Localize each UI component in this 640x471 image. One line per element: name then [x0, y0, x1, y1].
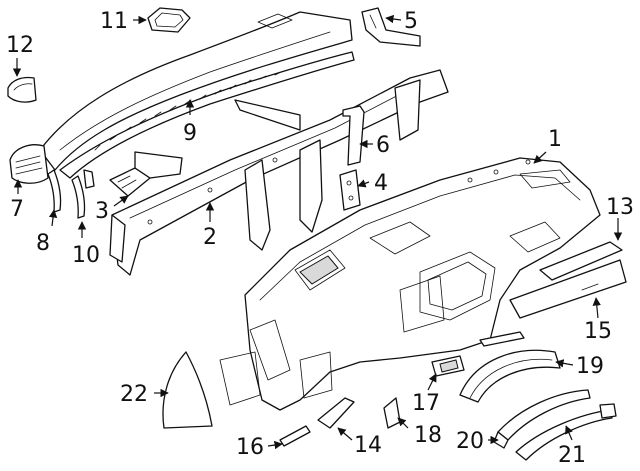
callout-2: 2 [203, 225, 217, 250]
part-1-instrument-panel [219, 157, 601, 411]
part-18-bracket [383, 397, 401, 429]
part-4-plate [339, 169, 361, 211]
callout-19: 19 [576, 354, 604, 379]
part-17-switch [431, 355, 465, 377]
callout-9: 9 [183, 121, 197, 146]
part-3-bracket [109, 151, 183, 197]
callout-16: 16 [236, 435, 264, 460]
callout-1: 1 [548, 127, 562, 152]
callout-8: 8 [36, 231, 50, 256]
part-11-grille [147, 7, 191, 33]
callout-14: 14 [354, 433, 382, 458]
part-16-strip [279, 425, 311, 447]
part-15-lower-trim [509, 259, 627, 319]
part-9-upper-trim [39, 11, 355, 179]
callout-13: 13 [606, 195, 634, 220]
callout-15: 15 [584, 319, 612, 344]
callout-5: 5 [404, 9, 418, 34]
callout-10: 10 [72, 243, 100, 268]
part-10-trim-strip [71, 169, 95, 219]
part-6-vertical-bracket [342, 105, 365, 166]
callout-3: 3 [95, 199, 109, 224]
part-19-cluster-bezel [459, 331, 561, 403]
part-5-upper-bracket [361, 7, 421, 47]
callout-6: 6 [376, 133, 390, 158]
part-8-trim-strip [47, 169, 62, 213]
callout-4: 4 [374, 171, 388, 196]
callout-20: 20 [456, 429, 484, 454]
callout-labels: 1 2 3 4 5 6 7 8 9 10 11 12 13 14 15 16 1… [6, 9, 634, 468]
part-14-trim-piece [317, 397, 355, 429]
part-22-quarter-panel [162, 351, 213, 429]
callout-7: 7 [10, 197, 24, 222]
callout-17: 17 [412, 391, 440, 416]
callout-21: 21 [558, 443, 586, 468]
part-12-end-cap [7, 76, 37, 103]
part-2-cross-beam [109, 69, 449, 276]
part-13-trim-strip [539, 241, 623, 281]
callout-12: 12 [6, 33, 34, 58]
callout-18: 18 [414, 423, 442, 448]
part-21-curved-trim [515, 403, 617, 461]
callout-11: 11 [100, 9, 128, 34]
callout-22: 22 [120, 382, 148, 407]
part-7-side-vent [9, 144, 49, 184]
leader-lines [12, 14, 623, 450]
